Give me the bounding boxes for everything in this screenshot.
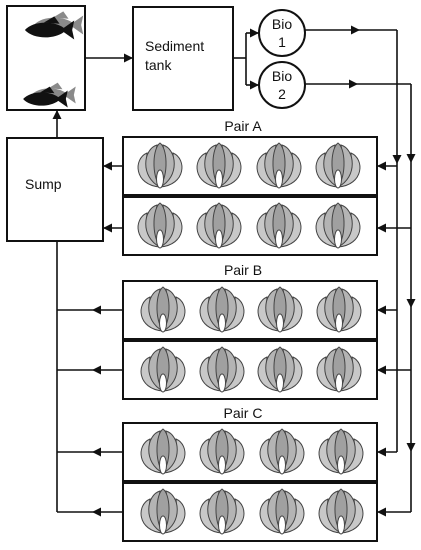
grow-bed-b1 xyxy=(122,280,378,340)
biofilter-1: Bio 1 xyxy=(258,9,306,57)
pair-b-label: Pair B xyxy=(224,262,262,278)
biofilter-2-label-line2: 2 xyxy=(278,86,286,102)
sediment-tank: Sediment tank xyxy=(132,6,234,111)
biofilter-2-label-line1: Bio xyxy=(272,68,292,84)
grow-bed-c2 xyxy=(122,482,378,542)
grow-bed-a2 xyxy=(122,196,378,256)
grow-bed-b2 xyxy=(122,340,378,400)
biofilter-1-label-line2: 1 xyxy=(278,34,286,50)
sump-label: Sump xyxy=(25,176,62,192)
sediment-tank-label-line2: tank xyxy=(145,57,172,73)
biofilter-2: Bio 2 xyxy=(258,61,306,109)
grow-bed-c1 xyxy=(122,422,378,482)
biofilter-1-label-line1: Bio xyxy=(272,16,292,32)
pair-a-label: Pair A xyxy=(224,118,262,134)
sump: Sump xyxy=(6,137,104,242)
grow-bed-a1 xyxy=(122,136,378,196)
pair-c-label: Pair C xyxy=(224,405,263,421)
fish-tank xyxy=(6,5,86,111)
sediment-tank-label-line1: Sediment xyxy=(145,38,204,54)
flow-lines xyxy=(52,25,416,517)
